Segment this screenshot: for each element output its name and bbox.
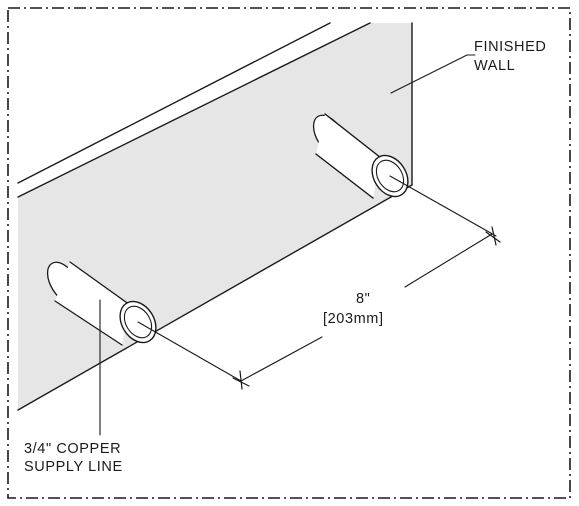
dimension-line-lower-segment	[240, 336, 323, 382]
dimension-tick-upper	[485, 226, 501, 246]
wall-bottom-edge	[17, 184, 413, 411]
finished-wall-label-line2: WALL	[474, 58, 515, 74]
finished-wall-face	[18, 23, 412, 410]
dimension-label-imperial: 8"	[356, 291, 370, 307]
dimension-extension-lower	[137, 321, 242, 382]
finished-wall-label-line1: FINISHED	[474, 39, 546, 55]
supply-line-label-line2: SUPPLY LINE	[24, 459, 123, 475]
dimension-extension-upper	[389, 175, 497, 237]
wall-top-edge-outer	[17, 22, 331, 184]
drawing-border	[7, 7, 571, 499]
wall-top-edge-inner	[17, 22, 371, 198]
supply-line-label-line1: 3/4" COPPER	[24, 441, 121, 457]
dimension-line-upper-segment	[404, 233, 493, 288]
dimension-tick-lower	[232, 370, 250, 390]
finished-wall-leader	[390, 54, 476, 94]
dimension-label-metric: [203mm]	[323, 311, 384, 327]
